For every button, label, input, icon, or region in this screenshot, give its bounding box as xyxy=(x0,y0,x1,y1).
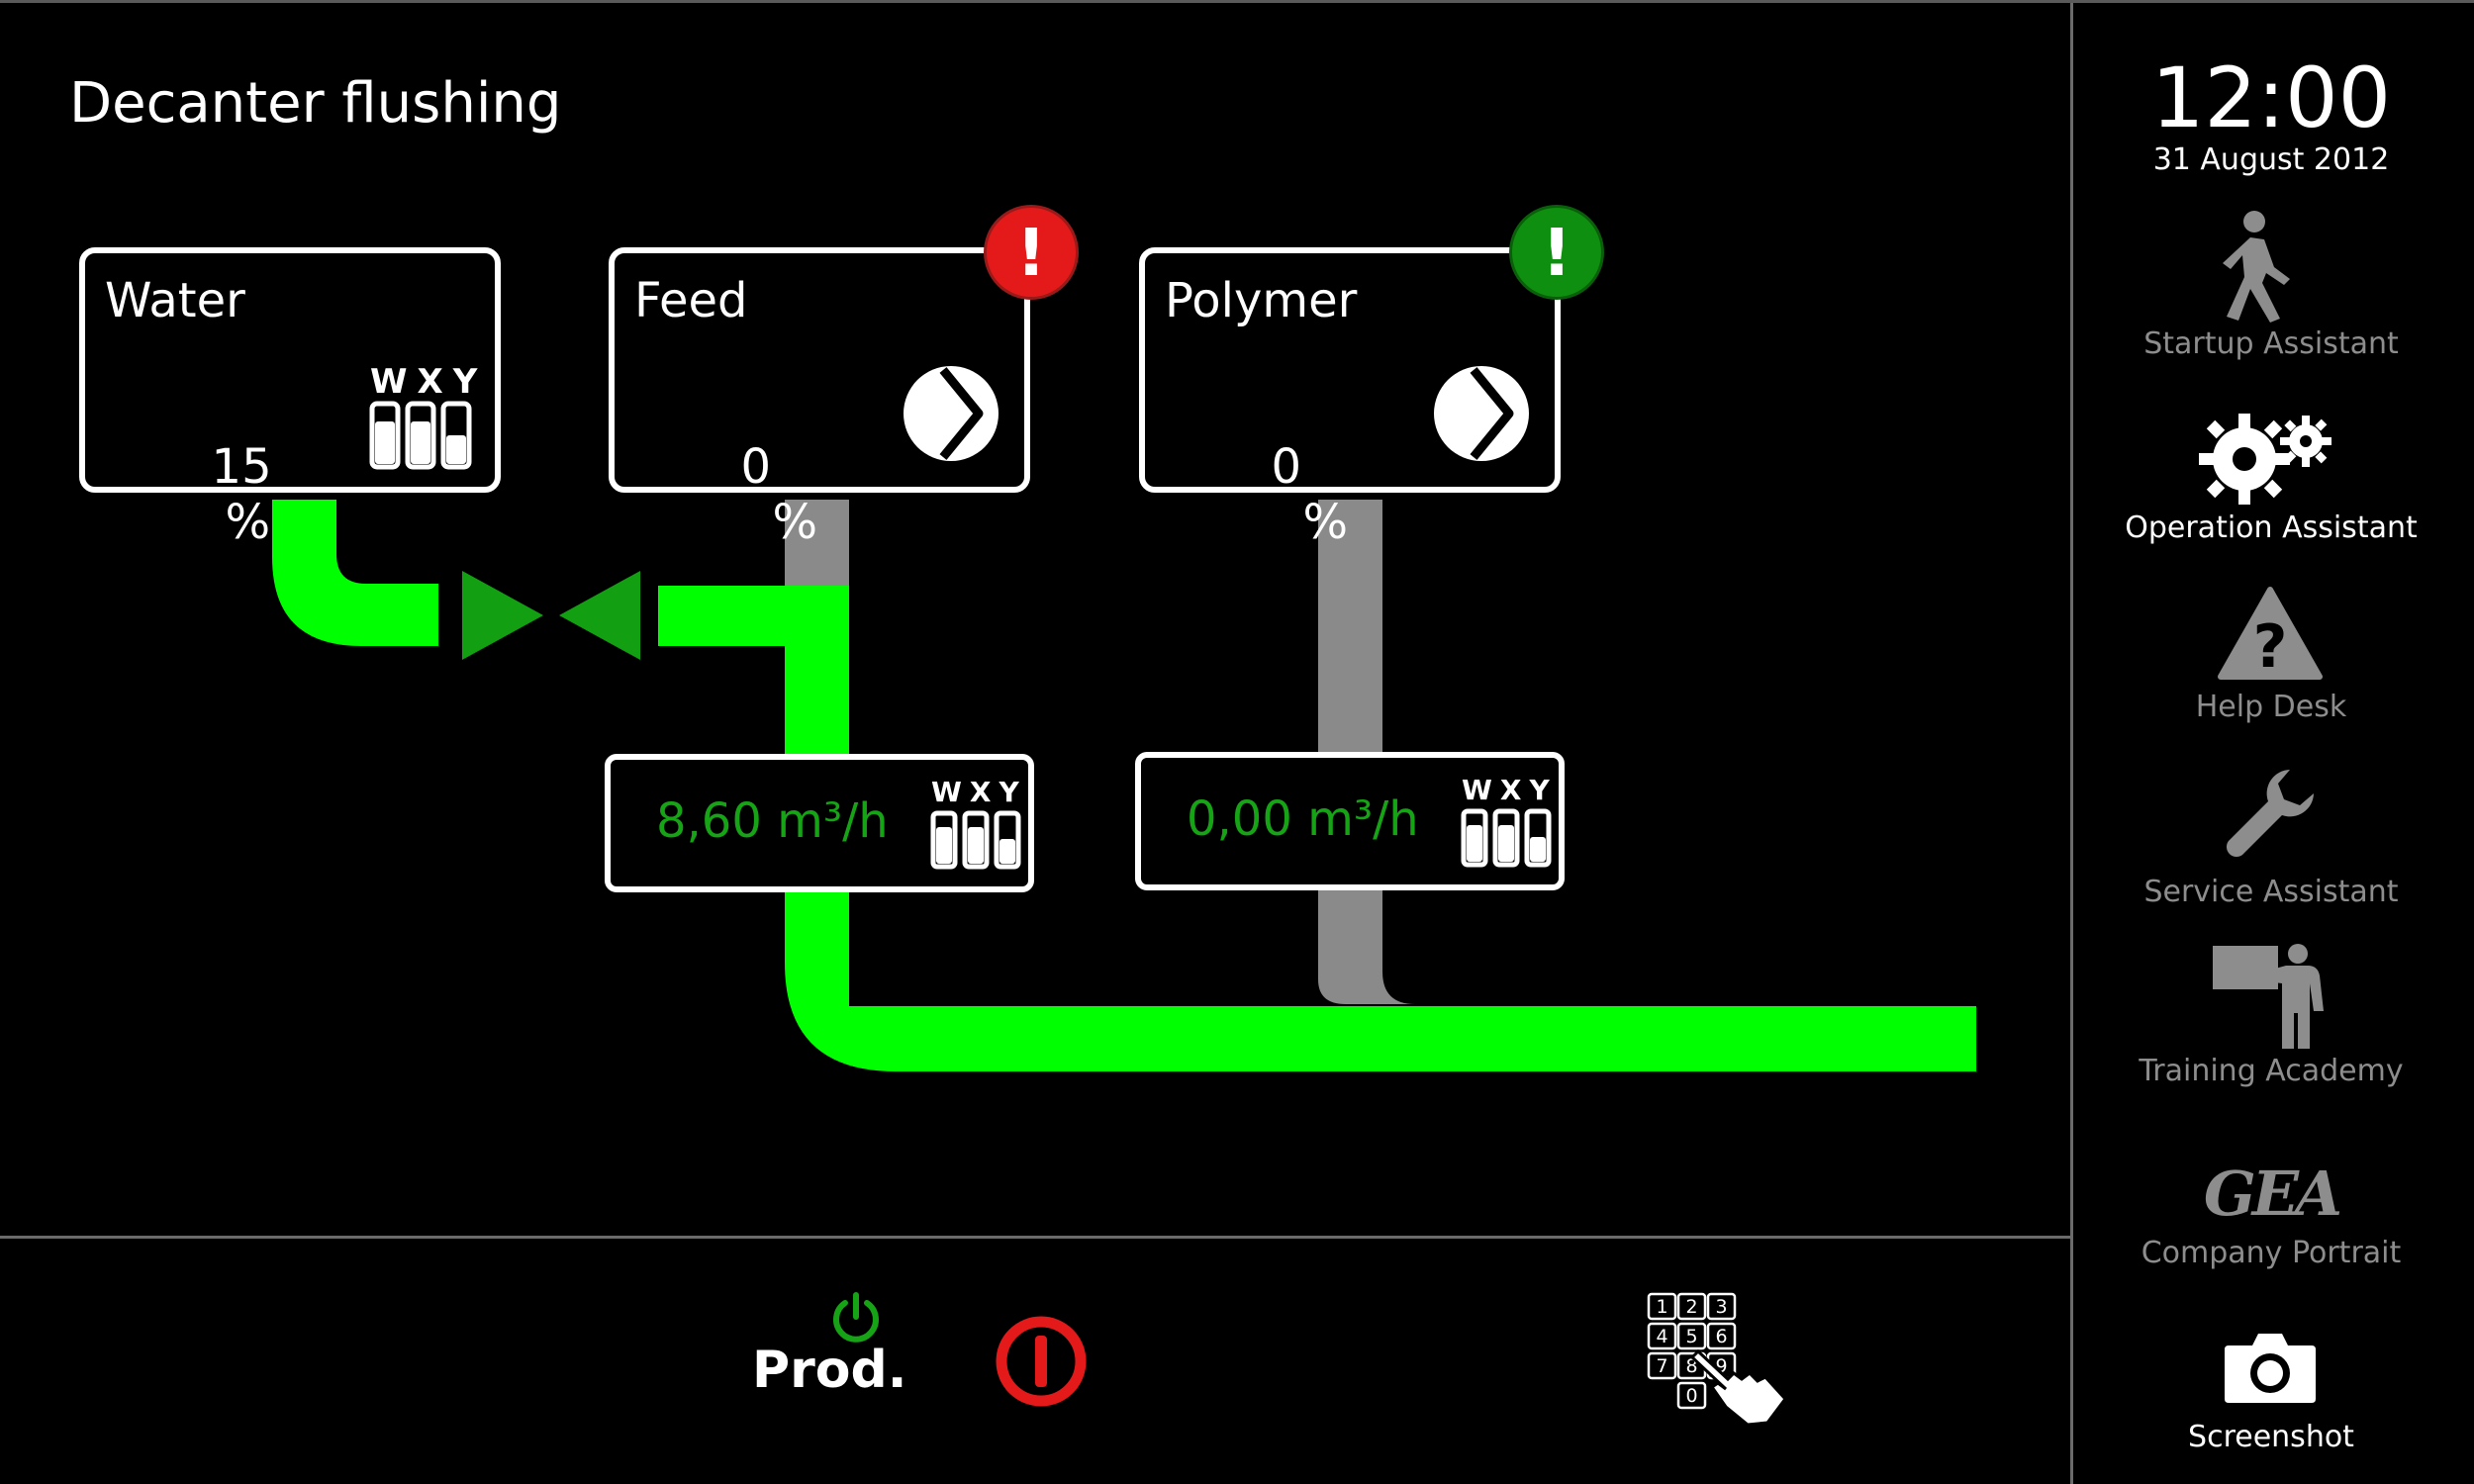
sidebar-item-training-academy[interactable]: Training Academy xyxy=(2139,1054,2404,1088)
valve-left-icon xyxy=(462,571,543,660)
wrench-icon[interactable] xyxy=(2221,766,2318,863)
polymer-flow-value: 0,00 m³/h xyxy=(1187,791,1419,847)
selector-bars-icon xyxy=(1461,808,1552,868)
gea-logo-icon[interactable]: GEA xyxy=(2203,1158,2342,1230)
sidebar-item-service-assistant[interactable]: Service Assistant xyxy=(2143,875,2399,909)
selector-letters: WXY xyxy=(931,776,1027,808)
feed-pipe-active xyxy=(658,586,1976,1071)
camera-icon[interactable] xyxy=(2223,1330,2318,1405)
svg-text:1: 1 xyxy=(1656,1296,1667,1318)
water-unit: % xyxy=(225,495,271,550)
prod-button[interactable]: Prod. xyxy=(752,1341,907,1400)
sidebar-item-company-portrait[interactable]: Company Portrait xyxy=(2141,1236,2402,1270)
polymer-alert-badge[interactable]: ! xyxy=(1509,205,1604,300)
water-percent: 15 xyxy=(211,439,272,495)
water-title: Water xyxy=(105,273,245,328)
selector-bars-icon xyxy=(930,810,1021,870)
sidebar-item-help-desk[interactable]: Help Desk xyxy=(2195,690,2347,724)
sidebar-item-startup-assistant[interactable]: Startup Assistant xyxy=(2143,326,2399,361)
prod-power-icon xyxy=(833,1292,879,1343)
sidebar-item-screenshot[interactable]: Screenshot xyxy=(2188,1420,2354,1454)
svg-text:3: 3 xyxy=(1715,1296,1727,1318)
help-triangle-icon[interactable]: ? xyxy=(2217,586,2324,681)
feed-alert-badge[interactable]: ! xyxy=(984,205,1079,300)
polymer-value: 0 % xyxy=(1181,384,1349,605)
feed-percent: 0 xyxy=(740,439,772,495)
bottom-divider xyxy=(0,1236,2071,1239)
svg-text:?: ? xyxy=(2253,612,2288,681)
feed-pump-icon[interactable] xyxy=(900,362,1002,465)
feed-title: Feed xyxy=(634,273,748,328)
top-border xyxy=(0,0,2474,3)
svg-text:6: 6 xyxy=(1715,1326,1727,1347)
touch-hand-icon xyxy=(1689,1348,1787,1427)
feed-flow-value: 8,60 m³/h xyxy=(656,793,889,849)
clock-time: 12:00 xyxy=(2150,49,2392,146)
clock-date: 31 August 2012 xyxy=(2152,142,2390,177)
polymer-panel[interactable]: Polymer 0 % xyxy=(1139,247,1561,550)
polymer-pump-icon[interactable] xyxy=(1430,362,1533,465)
sidebar-divider xyxy=(2070,0,2073,1484)
valve-right-icon xyxy=(559,571,640,660)
polymer-unit: % xyxy=(1302,495,1349,550)
polymer-title: Polymer xyxy=(1165,273,1358,328)
water-selector-icon[interactable]: WXY xyxy=(368,362,477,471)
polymer-percent: 0 xyxy=(1271,439,1302,495)
svg-text:7: 7 xyxy=(1656,1355,1667,1377)
feed-pipe-inactive xyxy=(785,500,849,591)
feed-flow-box[interactable]: 8,60 m³/h WXY xyxy=(605,754,1034,892)
svg-text:4: 4 xyxy=(1656,1326,1667,1347)
svg-text:2: 2 xyxy=(1685,1296,1697,1318)
stop-button-icon[interactable] xyxy=(994,1314,1089,1409)
feed-value: 0 % xyxy=(650,384,818,605)
water-value: 15 % xyxy=(121,384,272,605)
water-pipe xyxy=(272,500,438,646)
trainer-board-icon[interactable] xyxy=(2211,942,2330,1053)
walking-person-icon[interactable] xyxy=(2221,210,2310,326)
polymer-flow-selector-icon[interactable]: WXY xyxy=(1460,774,1555,873)
gears-icon[interactable] xyxy=(2197,408,2335,507)
selector-letters: WXY xyxy=(370,362,488,402)
sidebar-item-operation-assistant[interactable]: Operation Assistant xyxy=(2125,510,2418,545)
svg-text:5: 5 xyxy=(1685,1326,1697,1347)
selector-bars-icon xyxy=(369,401,472,470)
water-panel[interactable]: Water 15 % WXY xyxy=(79,247,501,550)
svg-text:0: 0 xyxy=(1685,1385,1697,1407)
page-title: Decanter flushing xyxy=(69,71,562,136)
pipe-diagram xyxy=(272,500,1976,1071)
selector-letters: WXY xyxy=(1462,774,1558,806)
feed-flow-selector-icon[interactable]: WXY xyxy=(929,776,1024,875)
polymer-flow-box[interactable]: 0,00 m³/h WXY xyxy=(1135,752,1565,890)
feed-unit: % xyxy=(772,495,818,550)
feed-panel[interactable]: Feed 0 % xyxy=(609,247,1030,550)
